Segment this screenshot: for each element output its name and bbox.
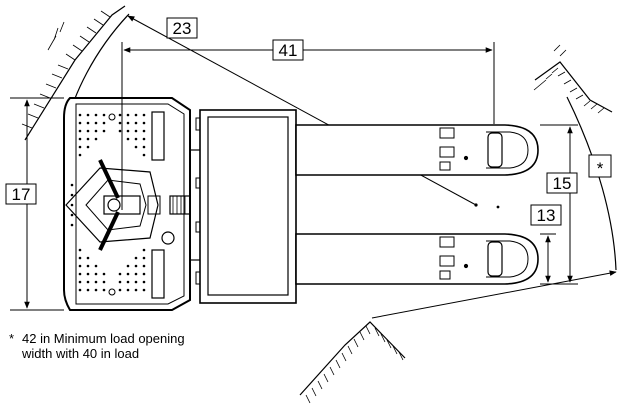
turning-arc-right: [566, 96, 617, 271]
dimension-lines: [10, 42, 578, 311]
dimension-label-23: 23: [166, 17, 198, 39]
dimension-value-15: 15: [553, 174, 572, 193]
footnote: * 42 in Minimum load opening width with 4…: [9, 331, 309, 361]
dimension-value-23: 23: [173, 19, 192, 38]
battery-cover: [199, 109, 297, 304]
dimension-value-star: *: [597, 159, 604, 178]
fork-lower: [295, 233, 539, 285]
dimension-value-13: 13: [537, 206, 556, 225]
dimension-label-41: 41: [272, 39, 304, 61]
footnote-marker: *: [9, 331, 15, 346]
radius-line-bottom: [371, 270, 617, 319]
wall-hatching-top-right: [533, 44, 613, 114]
load-center-point: [496, 205, 500, 209]
footnote-line-2: width with 40 in load: [22, 346, 140, 361]
wall-hatching-bottom: [299, 321, 406, 404]
footnote-line-1: 42 in Minimum load opening: [22, 331, 185, 346]
turning-center-point: [474, 203, 478, 207]
dimension-value-41: 41: [279, 41, 298, 60]
dimension-label-15: 15: [546, 172, 578, 194]
dimension-value-17: 17: [12, 185, 31, 204]
power-unit: [63, 97, 207, 311]
dimension-label-13: 13: [530, 204, 562, 226]
dimension-label-star: *: [588, 154, 612, 178]
fork-upper: [295, 124, 539, 176]
dimension-label-17: 17: [5, 183, 37, 205]
